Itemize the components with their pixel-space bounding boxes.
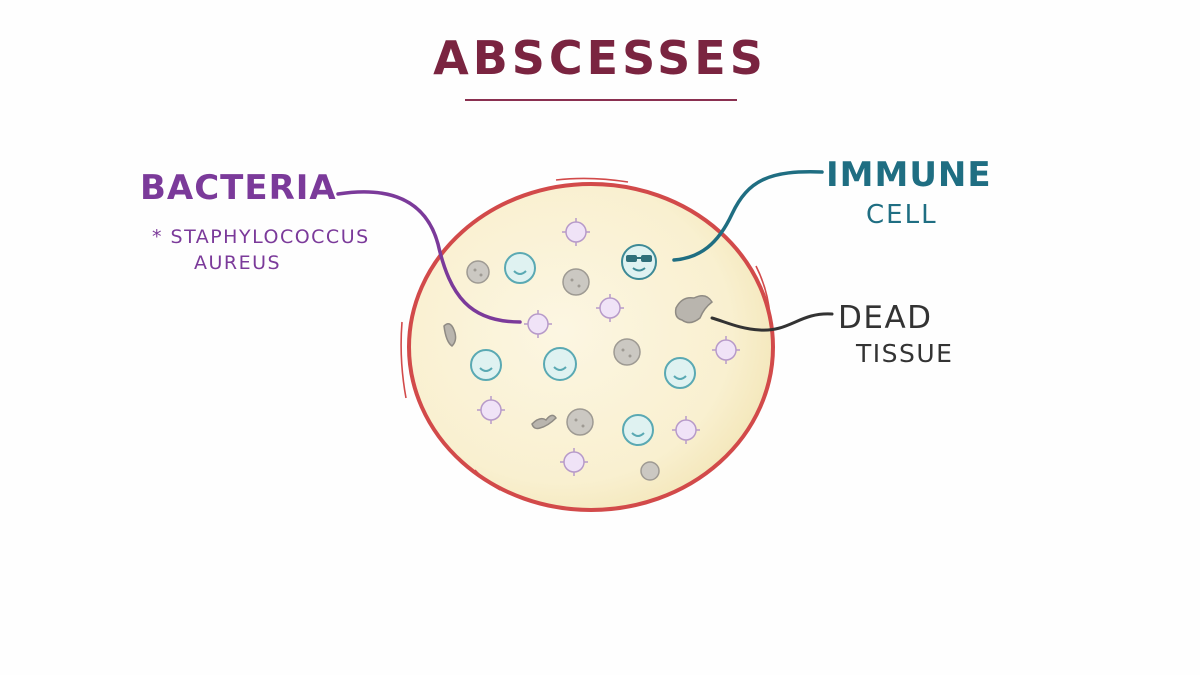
abscess-motion-line-bottom	[474, 469, 501, 491]
bacterium	[560, 448, 588, 476]
bacterium	[524, 310, 552, 338]
dead-tissue-fragment	[674, 295, 713, 324]
dead-cell	[640, 461, 660, 481]
bacteria-note-line2: AUREUS	[194, 252, 281, 274]
bacterium	[596, 294, 624, 322]
dead-tissue-cells	[443, 260, 713, 481]
immune-cells	[470, 244, 696, 446]
dead-cell	[566, 408, 594, 436]
dead-leader-line	[710, 312, 834, 332]
immune-cell	[470, 349, 502, 381]
bacterium	[562, 218, 590, 246]
bacteria-cells	[477, 218, 740, 476]
dead-tissue-fragment	[531, 414, 557, 430]
abscess-motion-line-top	[555, 177, 629, 183]
dead-cell	[613, 338, 641, 366]
immune-cell	[504, 252, 536, 284]
bacterium	[712, 336, 740, 364]
dead-tissue-fragment	[443, 323, 457, 347]
immune-label-line1: IMMUNE	[826, 155, 992, 195]
dead-label-line1: DEAD	[838, 300, 933, 336]
page-title: ABSCESSES	[433, 31, 767, 85]
bacteria-note-line1: * STAPHYLOCOCCUS	[152, 226, 370, 248]
dead-cell	[562, 268, 590, 296]
immune-cell-with-sunglasses	[621, 244, 657, 280]
immune-cell	[622, 414, 654, 446]
dead-cell	[466, 260, 490, 284]
abscess-motion-line-right	[755, 265, 771, 317]
dead-label-line2: TISSUE	[855, 339, 953, 368]
immune-cell	[543, 347, 577, 381]
bacteria-label: BACTERIA	[140, 168, 337, 208]
bacterium	[672, 416, 700, 444]
immune-cell	[664, 357, 696, 389]
bacterium	[477, 396, 505, 424]
abscess-motion-line-left	[400, 321, 407, 399]
bacteria-leader-line	[336, 190, 522, 324]
immune-label-line2: CELL	[866, 200, 938, 230]
immune-leader-line	[672, 170, 824, 262]
